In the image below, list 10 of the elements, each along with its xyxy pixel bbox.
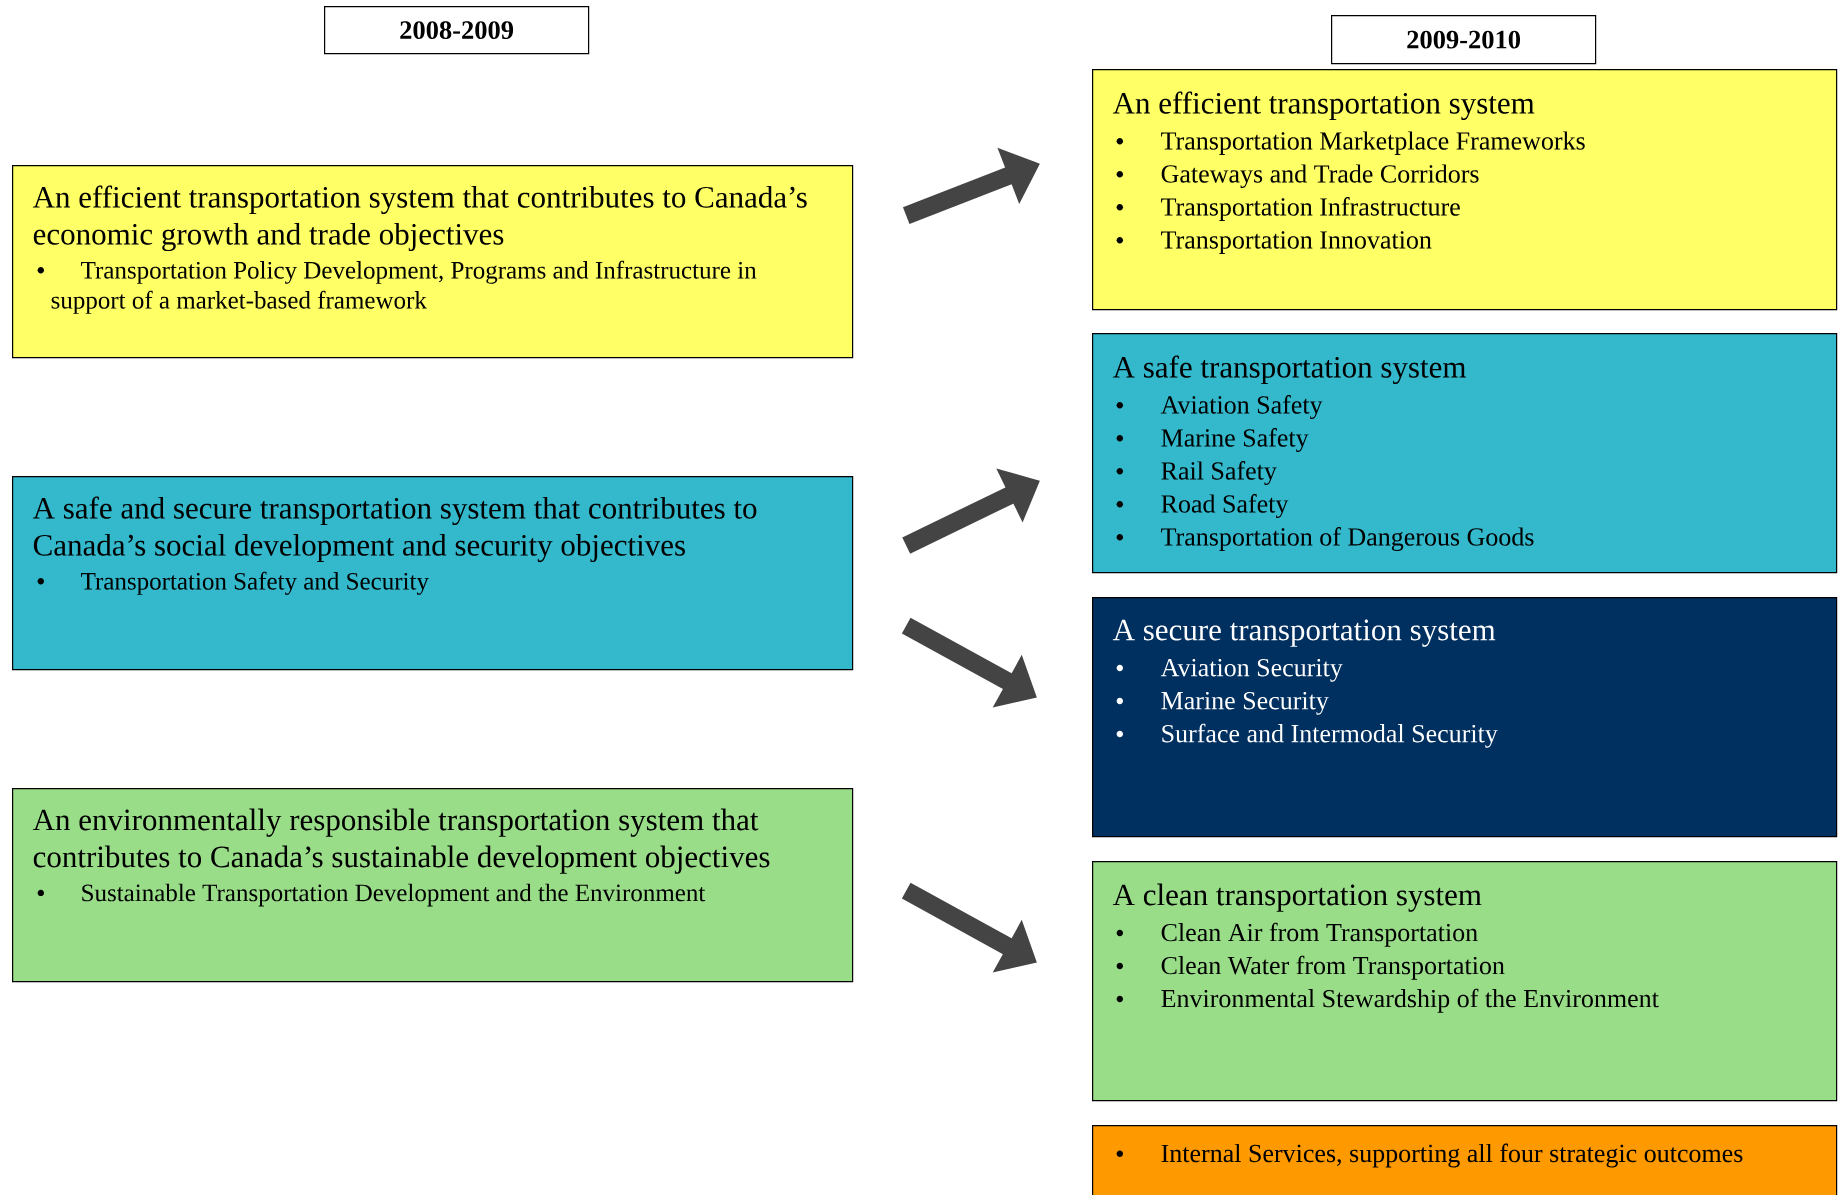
outcome-box: A secure transportation system Aviation Security Marine Security Surface and Intermodal Security	[1092, 597, 1838, 838]
year-header: 2009-2010	[1331, 15, 1597, 65]
outcome-box: A safe transportation system Aviation Safety Marine Safety Rail Safety Road Safety Transportation of Dangerous Goods	[1092, 333, 1838, 574]
outcome-box: A clean transportation system Clean Air from Transportation Clean Water from Transportation Environmental Stewardship of the Environment	[1092, 861, 1838, 1102]
outcome-box: A safe and secure transportation system that contributes to Canada’s social development and security objectives Transportation Safety and Security	[12, 476, 854, 671]
outcome-box: An efficient transportation system that contributes to Canada’s economic growth and trade objectives Transportation Policy Development, Programs and Infrastructure in support of a market-based framework	[12, 165, 854, 359]
services-box: Internal Services, supporting all four strategic outcomes	[1092, 1125, 1838, 1195]
year-header: 2008-2009	[324, 6, 590, 55]
outcome-box: An efficient transportation system Transportation Marketplace Frameworks Gateways and Trade Corridors Transportation Infrastructure Transportation Innovation	[1092, 69, 1838, 311]
outcome-box: An environmentally responsible transportation system that contributes to Canada’s sustainable development objectives Sustainable Transportation Development and the Environment	[12, 788, 854, 983]
